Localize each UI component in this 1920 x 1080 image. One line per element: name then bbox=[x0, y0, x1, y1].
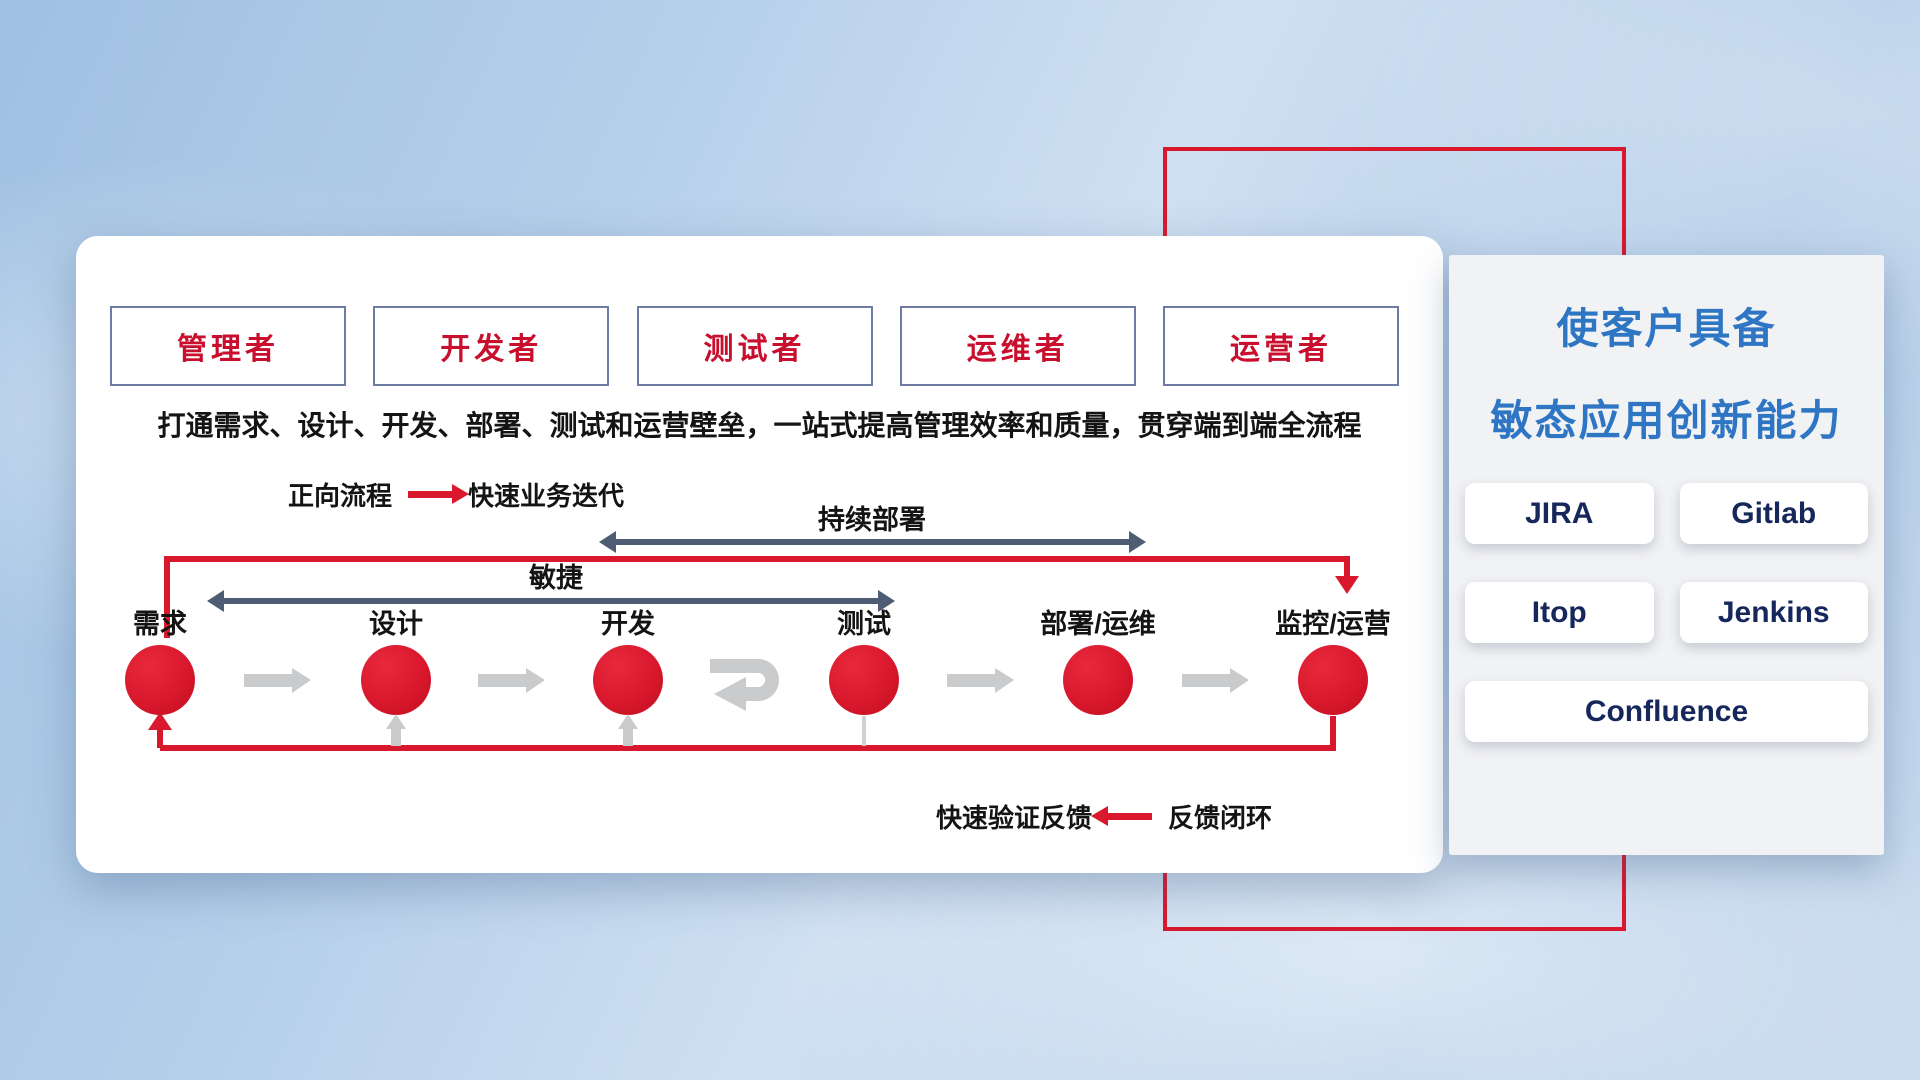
feedback-arrow-icon bbox=[1091, 806, 1153, 826]
roles-row: 管理者 开发者 测试者 运维者 运营者 bbox=[110, 306, 1399, 386]
agile-label: 敏捷 bbox=[529, 563, 583, 593]
tool-chip-gitlab: Gitlab bbox=[1679, 483, 1868, 544]
stage-label-develop: 开发 bbox=[601, 609, 655, 639]
role-box-operator: 运营者 bbox=[1163, 306, 1399, 386]
red-cycle-up-arrowhead-icon bbox=[148, 712, 172, 730]
role-label: 运维者 bbox=[966, 333, 1069, 366]
stage-circle-develop bbox=[593, 645, 663, 715]
feedback-legend: 快速验证反馈 反馈闭环 bbox=[936, 798, 1272, 835]
red-cycle-left-line bbox=[164, 556, 170, 638]
capability-panel: 使客户具备 敏态应用创新能力 JIRA Gitlab Itop Jenkins … bbox=[1449, 255, 1884, 855]
agile-span-arrow-icon bbox=[207, 590, 895, 612]
red-cycle-right-stub bbox=[1344, 556, 1350, 578]
panel-title-line1: 使客户具备 bbox=[1556, 305, 1777, 352]
flow-arrow-icon bbox=[947, 668, 1014, 693]
devops-flow-card: 管理者 开发者 测试者 运维者 运营者 打通需求、设计、开发、部署、测试和运营壁… bbox=[76, 236, 1443, 873]
role-box-tester: 测试者 bbox=[636, 306, 873, 386]
stage-circle-requirements bbox=[125, 645, 195, 715]
red-cycle-left-stub bbox=[157, 728, 163, 748]
stage-label-requirements: 需求 bbox=[133, 609, 187, 639]
gray-up-arrow-icon bbox=[391, 728, 401, 746]
panel-title-line2: 敏态应用创新能力 bbox=[1490, 397, 1843, 444]
role-label: 开发者 bbox=[440, 333, 543, 366]
stage-label-monitor-ops: 监控/运营 bbox=[1275, 609, 1391, 639]
gray-up-arrowhead-icon bbox=[618, 714, 638, 729]
red-cycle-down-arrowhead-icon bbox=[1335, 576, 1359, 594]
stage-circle-monitor-ops bbox=[1298, 645, 1368, 715]
role-box-developer: 开发者 bbox=[373, 306, 610, 386]
feedback-legend-value: 反馈闭环 bbox=[1168, 803, 1273, 833]
red-cycle-top-line bbox=[164, 556, 1349, 562]
tool-chip-jira: JIRA bbox=[1465, 483, 1654, 544]
flow-arrow-icon bbox=[244, 668, 311, 693]
role-box-manager: 管理者 bbox=[110, 306, 346, 386]
iteration-loop-icon bbox=[710, 659, 779, 711]
forward-arrow-icon bbox=[408, 484, 470, 504]
tool-chip-jenkins: Jenkins bbox=[1679, 582, 1868, 643]
forward-legend: 正向流程 快速业务迭代 bbox=[288, 476, 624, 513]
gray-connector-line bbox=[862, 716, 866, 746]
stage-circle-test bbox=[829, 645, 899, 715]
gray-up-arrow-icon bbox=[623, 728, 633, 746]
tool-chip-itop: Itop bbox=[1465, 582, 1654, 643]
tools-grid: JIRA Gitlab Itop Jenkins Confluence bbox=[1465, 483, 1868, 742]
forward-legend-value: 快速业务迭代 bbox=[468, 481, 625, 511]
tool-chip-confluence: Confluence bbox=[1465, 681, 1868, 742]
continuous-deploy-label: 持续部署 bbox=[818, 505, 926, 535]
red-cycle-right-line bbox=[1330, 716, 1336, 748]
stage-label-deploy-ops: 部署/运维 bbox=[1040, 609, 1156, 639]
role-label: 管理者 bbox=[177, 333, 279, 366]
role-label: 运营者 bbox=[1230, 333, 1332, 366]
continuous-deploy-span-arrow-icon bbox=[599, 531, 1146, 553]
role-label: 测试者 bbox=[703, 333, 806, 366]
red-cycle-bottom-line bbox=[160, 745, 1336, 751]
role-box-ops: 运维者 bbox=[899, 306, 1136, 386]
stage-circle-design bbox=[361, 645, 431, 715]
feedback-legend-label: 快速验证反馈 bbox=[936, 803, 1093, 833]
forward-legend-label: 正向流程 bbox=[288, 481, 393, 511]
gray-up-arrowhead-icon bbox=[386, 714, 406, 729]
stage-label-test: 测试 bbox=[837, 609, 891, 639]
stage-label-design: 设计 bbox=[369, 609, 423, 639]
description-text: 打通需求、设计、开发、部署、测试和运营壁垒，一站式提高管理效率和质量，贯穿端到端… bbox=[157, 410, 1362, 441]
flow-arrow-icon bbox=[1182, 668, 1249, 693]
flow-arrow-icon bbox=[478, 668, 545, 693]
stage-circle-deploy-ops bbox=[1063, 645, 1133, 715]
